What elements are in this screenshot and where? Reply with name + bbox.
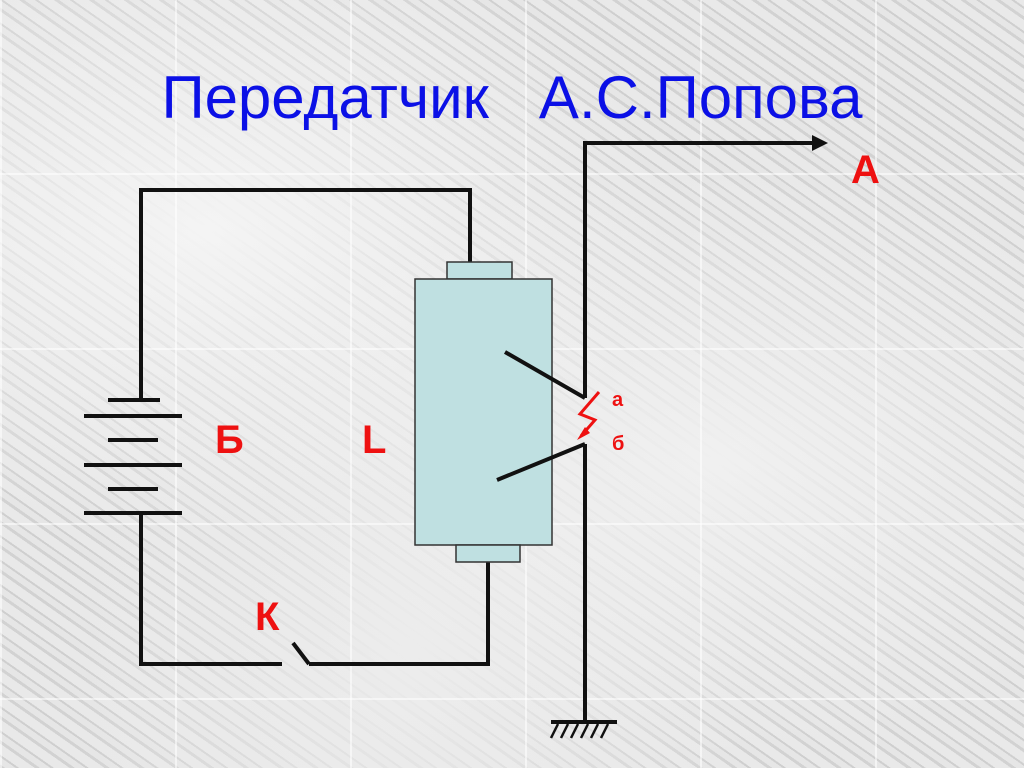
electrode-lower [496, 442, 586, 482]
battery-symbol [84, 398, 182, 515]
wire-bottom-right [309, 562, 490, 666]
ground-icon [549, 720, 617, 739]
antenna-wire [583, 141, 815, 398]
inductor-label: L [362, 418, 387, 462]
antenna-label: А [851, 148, 880, 192]
battery-label: Б [215, 418, 244, 462]
gap-label-a: а [612, 389, 624, 411]
antenna-arrow [812, 135, 828, 151]
electrode-upper [504, 350, 586, 400]
wire-top-left [139, 188, 472, 400]
spark-icon [577, 391, 601, 440]
slide-title: Передатчик А.С.Попова [161, 64, 863, 131]
key-label: К [255, 595, 280, 639]
induction-coil [414, 261, 553, 563]
wire-bottom-left [139, 513, 282, 666]
key-switch [291, 641, 311, 666]
gap-label-b: б [612, 433, 625, 455]
